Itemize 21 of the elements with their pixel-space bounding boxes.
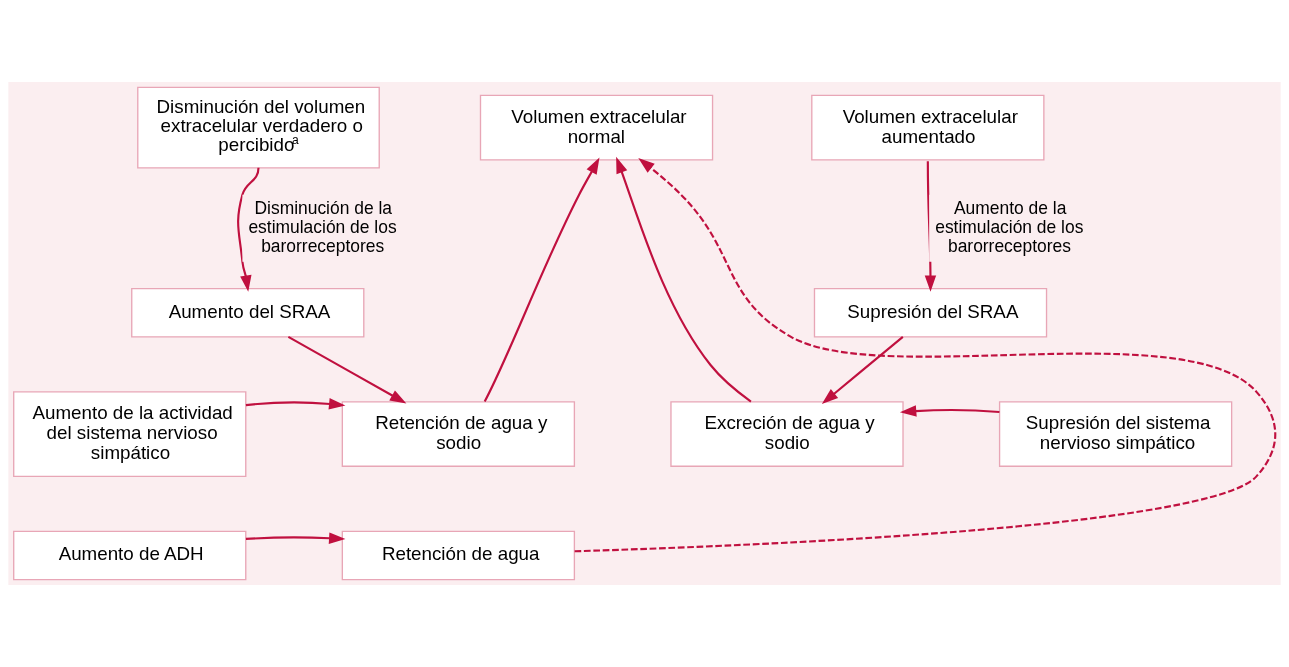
arrow (287, 336, 407, 404)
node-box: Retención de agua (341, 530, 576, 581)
arrow (237, 167, 260, 292)
node-box: Supresión del sistema nervioso simpático (998, 401, 1233, 467)
node-box: Retención de agua y sodio (341, 401, 576, 467)
arrow (245, 398, 346, 410)
arrow (821, 336, 904, 404)
node-box: Excreción de agua y sodio (670, 401, 904, 467)
node-box: Volumen extracelular aumentado (811, 94, 1045, 161)
node-box: Aumento de ADH (13, 530, 247, 581)
arrow (899, 405, 1000, 417)
arrow (245, 532, 346, 544)
edge-label: Disminución de la estimulación de los barorreceptores (248, 197, 397, 256)
edge-label: Aumento de la estimulación de los barorreceptores (935, 197, 1084, 256)
node-box: Disminución del volumen extracelular verdadero o percibido$^{a}$ (137, 86, 380, 169)
node-box: Aumento del SRAA (131, 287, 365, 338)
node-box: Volumen extracelular normal (479, 94, 714, 161)
node-box: Supresión del SRAA (813, 287, 1048, 338)
arrow (616, 156, 752, 403)
node-box: Aumento de la actividad del sistema nervioso simpático (13, 391, 247, 478)
arrow (483, 157, 600, 402)
